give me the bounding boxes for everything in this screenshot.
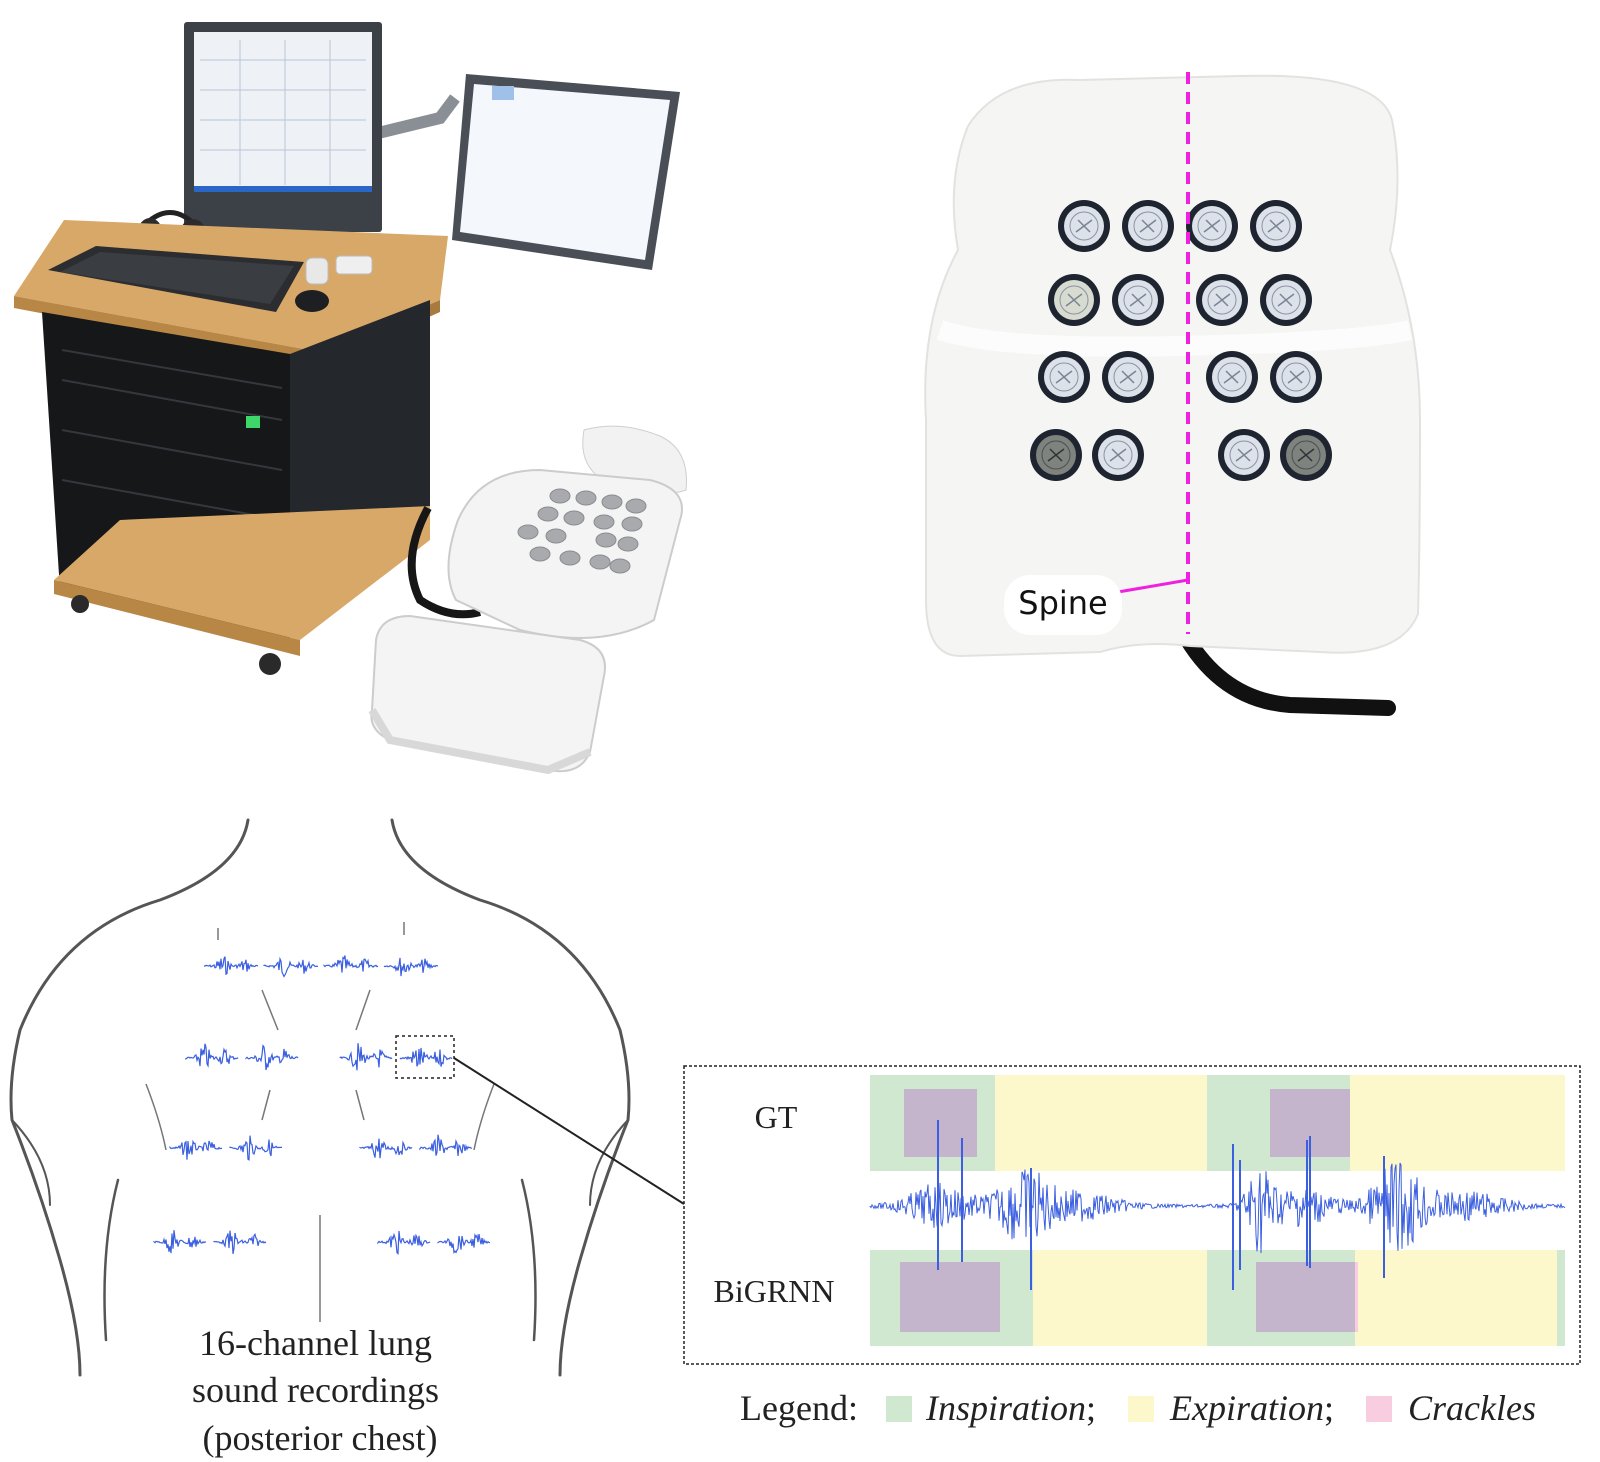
chest-caption: 16-channel lung sound recordings (poster…: [192, 1323, 448, 1458]
zoomed-segmentation-panel: GT BiGRNN: [683, 1065, 1581, 1365]
channel-waveform-11: [359, 1138, 413, 1159]
legend-label-expiration: Expiration: [1169, 1388, 1324, 1428]
gt-expiration-1: [995, 1075, 1207, 1171]
zoomed-waveform-trace: [869, 1162, 1566, 1254]
channel-waveform-1: [203, 956, 259, 976]
legend-item-inspiration: Inspiration;: [925, 1388, 1096, 1428]
legend-label-crackles: Crackles: [1408, 1388, 1536, 1428]
channel-waveform-9: [169, 1139, 223, 1160]
legend-swatch-crackles: [1366, 1396, 1392, 1422]
spine-label-box: [1004, 575, 1122, 635]
pred-crackles-2: [1256, 1262, 1355, 1332]
legend-item-crackles: Crackles: [1408, 1388, 1536, 1428]
channel-waveform-2: [263, 956, 319, 978]
zoom-connector: [453, 1057, 685, 1205]
pred-expiration-2: [1355, 1250, 1557, 1346]
channel-waveform-14: [213, 1230, 267, 1255]
channel-waveform-15: [377, 1230, 431, 1255]
legend-prefix: Legend:: [740, 1388, 858, 1428]
gt-segments: [870, 1075, 1565, 1171]
chest-waveforms: [153, 955, 491, 1255]
recording-station-photo: [14, 22, 687, 775]
gt-expiration-2: [1350, 1075, 1565, 1171]
legend-sep-inspiration: ;: [1086, 1388, 1096, 1428]
channel-waveform-16: [437, 1232, 491, 1254]
pred-inspiration-3: [1557, 1250, 1565, 1346]
channel-waveform-6: [245, 1044, 299, 1071]
channel-waveform-13: [153, 1230, 207, 1254]
legend-label-inspiration: Inspiration: [925, 1388, 1086, 1428]
legend-swatch-inspiration: [886, 1396, 912, 1422]
chest-caption-line-3: (posterior chest): [203, 1418, 438, 1458]
channel-waveform-7: [339, 1043, 393, 1071]
channel-waveform-8: [399, 1047, 453, 1067]
prediction-row-label: BiGRNN: [714, 1273, 835, 1309]
channel-waveform-3: [323, 955, 379, 973]
pred-crackles-1: [900, 1262, 1000, 1332]
legend-swatch-expiration: [1128, 1396, 1154, 1422]
channel-waveform-10: [229, 1135, 282, 1161]
scapula-marks: [145, 922, 495, 1322]
chest-caption-line-1: 16-channel lung: [199, 1323, 432, 1363]
chest-outline: [9, 818, 631, 1377]
pred-expiration-1: [1033, 1250, 1207, 1346]
pred-crackles-edge: [1355, 1262, 1358, 1332]
gt-row-label: GT: [755, 1099, 798, 1135]
zoomed-waveform: [869, 1120, 1566, 1290]
channel-waveform-4: [383, 957, 439, 977]
channel-waveform-5: [185, 1043, 239, 1068]
chest-illustration: 16-channel lung sound recordings (poster…: [9, 818, 685, 1458]
legend: Legend: Inspiration; Expiration; Crackle…: [740, 1388, 1536, 1428]
spine-label: Spine: [1018, 584, 1107, 622]
channel-waveform-12: [419, 1134, 473, 1157]
chest-caption-line-2: sound recordings: [192, 1370, 439, 1410]
stethoscope-sensor-grid: [1030, 200, 1332, 481]
legend-item-expiration: Expiration;: [1169, 1388, 1334, 1428]
prediction-segments: [870, 1250, 1565, 1346]
sensor-cushion-photo: Spine: [924, 72, 1422, 716]
zoom-source-box: [395, 1035, 455, 1079]
gt-crackles-1: [904, 1089, 977, 1157]
legend-sep-expiration: ;: [1324, 1388, 1334, 1428]
